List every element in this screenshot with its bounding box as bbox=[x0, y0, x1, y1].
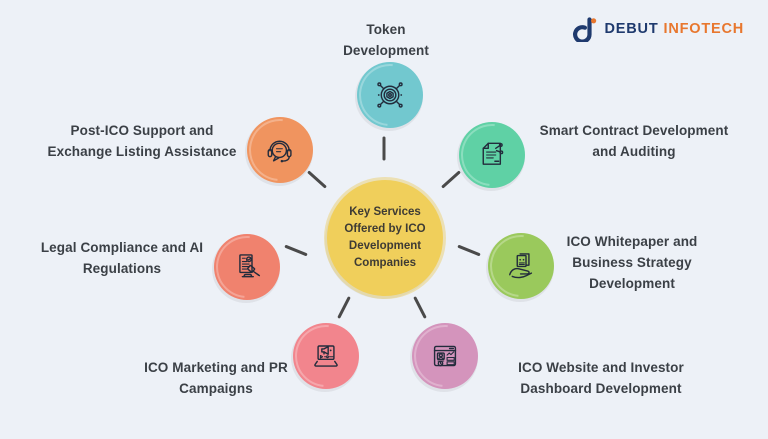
support-headset-icon bbox=[267, 140, 292, 163]
connector-line-top-left bbox=[307, 170, 327, 189]
connector-line-top-right bbox=[441, 170, 461, 189]
center-title: Key Services Offered by ICO Development … bbox=[344, 206, 426, 269]
connector-line-left bbox=[284, 244, 308, 257]
laptop-megaphone-icon bbox=[314, 345, 338, 367]
smart-contract-document-icon bbox=[482, 142, 504, 165]
label-ico-marketing: ICO Marketing and PR Campaigns bbox=[144, 360, 288, 396]
connector-line-right bbox=[457, 244, 481, 257]
node-post-ico-support bbox=[247, 117, 313, 183]
connector-line-top bbox=[382, 136, 386, 161]
legal-document-gavel-icon bbox=[239, 254, 261, 278]
node-token-development bbox=[357, 62, 423, 128]
node-ico-whitepaper bbox=[488, 233, 554, 299]
label-ico-whitepaper: ICO Whitepaper and Business Strategy Dev… bbox=[566, 234, 698, 291]
connector-line-bottom-left bbox=[337, 296, 351, 319]
brand-name-secondary: INFOTECH bbox=[663, 21, 744, 37]
investor-dashboard-icon bbox=[433, 345, 457, 367]
label-token-development: Token Development bbox=[343, 22, 429, 58]
label-smart-contract: Smart Contract Development and Auditing bbox=[539, 123, 729, 159]
node-legal-compliance bbox=[214, 234, 280, 300]
center-node: Key Services Offered by ICO Development … bbox=[327, 180, 443, 296]
label-ico-website-dashboard: ICO Website and Investor Dashboard Devel… bbox=[518, 360, 684, 396]
hand-holding-documents-icon bbox=[509, 253, 533, 279]
token-icon bbox=[377, 82, 403, 108]
connector-line-bottom-right bbox=[413, 296, 427, 319]
label-legal-compliance: Legal Compliance and AI Regulations bbox=[40, 240, 204, 276]
label-post-ico-support: Post-ICO Support and Exchange Listing As… bbox=[47, 123, 237, 159]
debut-d-logo-icon bbox=[572, 17, 596, 42]
node-ico-marketing bbox=[293, 323, 359, 389]
node-smart-contract bbox=[459, 122, 525, 188]
node-ico-website-dashboard bbox=[412, 323, 478, 389]
